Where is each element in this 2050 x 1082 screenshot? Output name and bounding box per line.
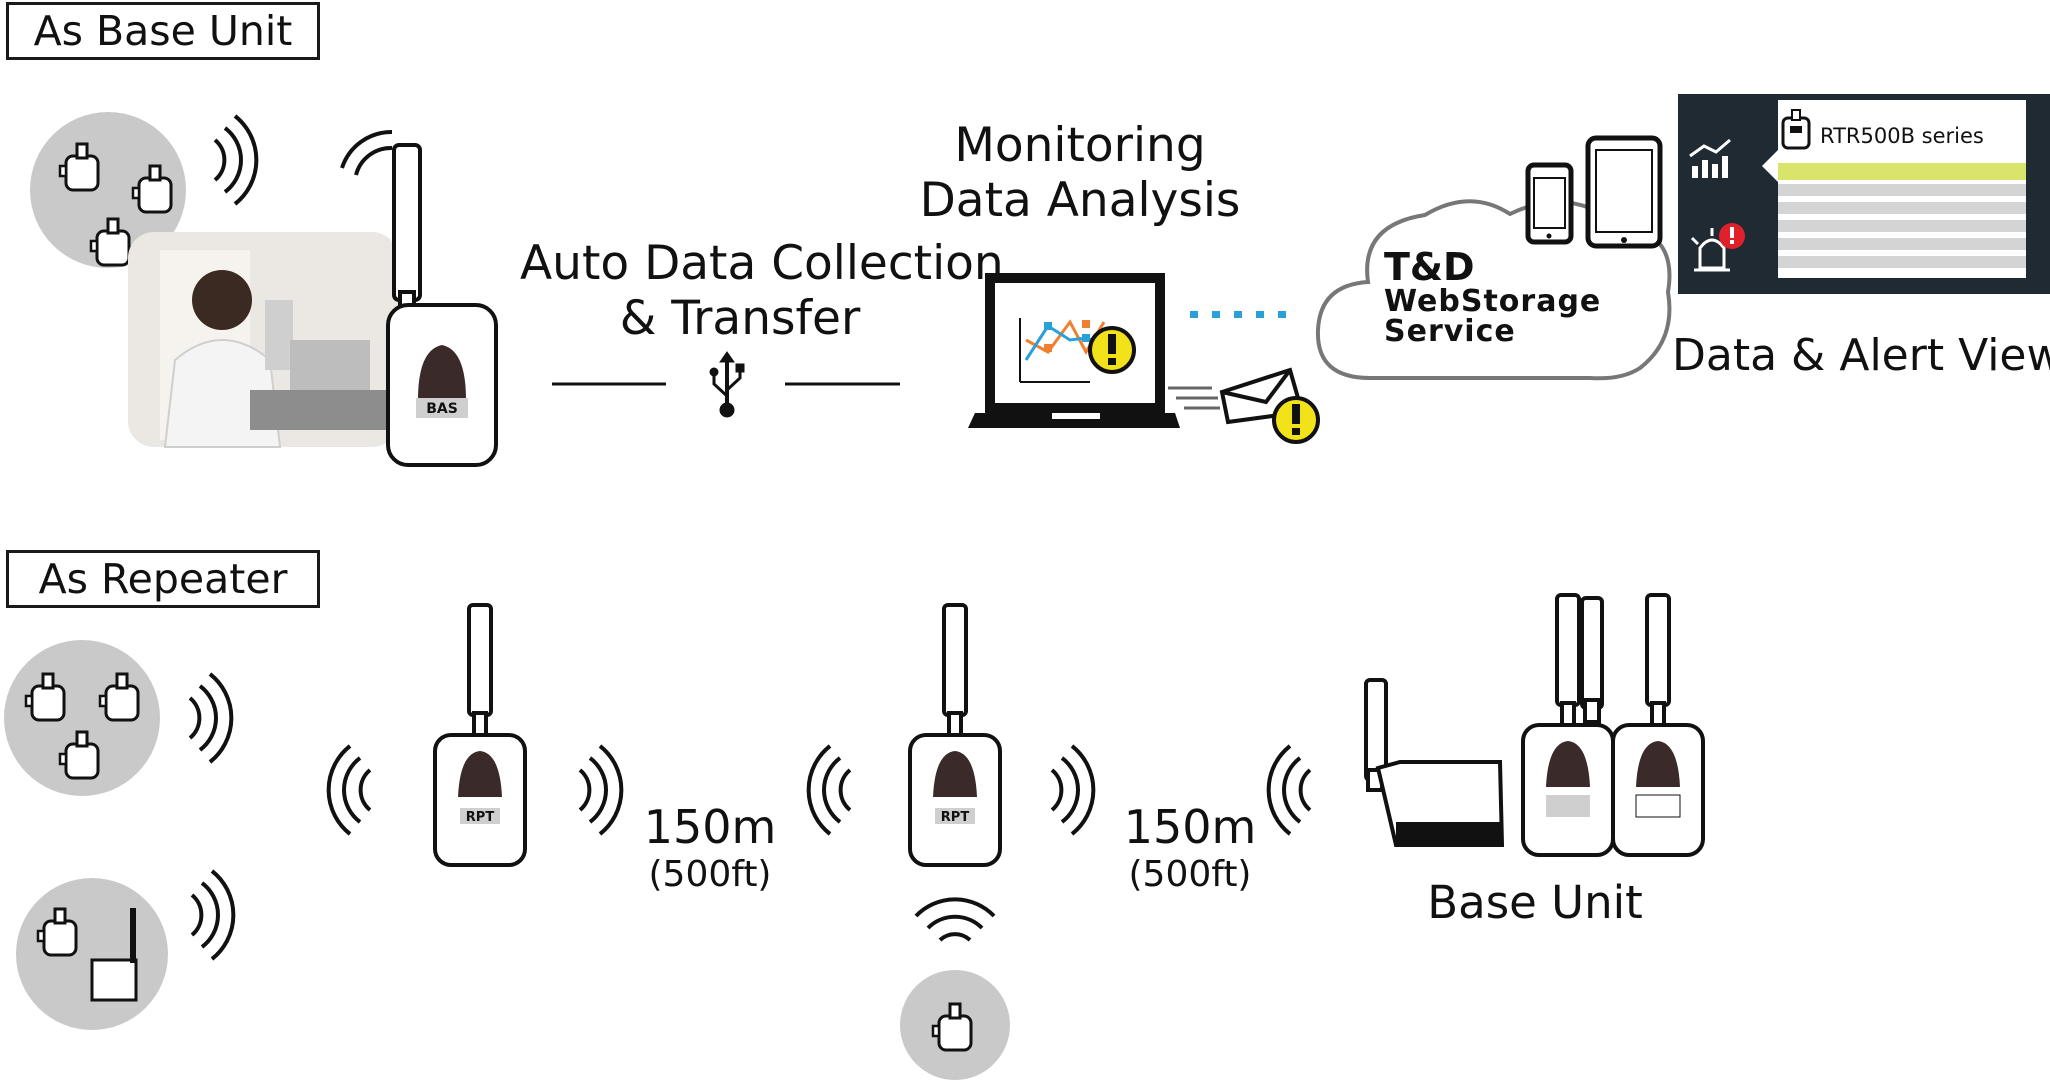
auto-collection-line1: Auto Data Collection xyxy=(520,236,1004,291)
base-unit-section-label: As Base Unit xyxy=(33,6,293,55)
wireless-waves-icon xyxy=(806,744,852,836)
monitoring-line2: Data Analysis xyxy=(919,173,1241,229)
repeater-badge-text: RPT xyxy=(466,810,495,825)
repeater-badge-bg xyxy=(935,808,975,824)
small-base-icon xyxy=(90,908,138,1002)
device-band xyxy=(1635,794,1681,818)
repeater-badge-bg xyxy=(460,808,500,824)
base-badge-text: BAS xyxy=(426,401,458,417)
data-alert-view-label: Data & Alert View xyxy=(1672,330,2050,381)
smartphone-icon xyxy=(1525,162,1574,245)
distance-label: 150m (500ft) xyxy=(620,800,800,895)
cloud-shape xyxy=(1315,199,1672,381)
base-unit-device xyxy=(1580,596,1604,724)
distance-feet: (500ft) xyxy=(648,854,772,895)
distance-feet: (500ft) xyxy=(1128,854,1252,895)
wireless-waves-icon xyxy=(1050,744,1096,836)
tablet-icon xyxy=(1585,135,1663,249)
monitoring-line1: Monitoring xyxy=(954,118,1206,173)
cloud-line2: WebStorage xyxy=(1384,283,1602,319)
wireless-waves-icon xyxy=(578,744,624,836)
cloud-label: T&D WebStorage Service xyxy=(1384,248,1644,348)
wireless-waves-icon xyxy=(188,672,234,764)
email-alert-icon xyxy=(1168,367,1320,444)
repeater-section-title: As Repeater xyxy=(6,550,320,608)
base-unit-label: Base Unit xyxy=(1427,876,1643,929)
distance-meters: 150m xyxy=(643,800,777,854)
sensor-cluster-circle xyxy=(30,112,186,268)
base-station-device xyxy=(340,129,498,467)
wireless-waves-icon xyxy=(190,869,236,961)
base-unit-group xyxy=(1364,678,1505,847)
usb-icon xyxy=(709,351,745,418)
dashboard-panel xyxy=(1678,94,2050,294)
lab-photo xyxy=(128,232,398,448)
repeater-device xyxy=(433,603,527,867)
sensor-cluster-circle xyxy=(16,878,168,1030)
cloud-line3: Service xyxy=(1384,314,1516,350)
graph-icon xyxy=(1689,138,1731,178)
dashboard-series-label: RTR500B series xyxy=(1820,124,1984,148)
wireless-waves-icon xyxy=(326,744,372,836)
base-unit-section-title: As Base Unit xyxy=(6,2,320,60)
laptop-alert-icon xyxy=(1088,326,1136,374)
distance-label: 150m (500ft) xyxy=(1100,800,1280,895)
logger-small-icon xyxy=(1781,109,1811,150)
auto-collection-line2: & Transfer xyxy=(619,291,861,347)
cloud-line1: T&D xyxy=(1384,245,1475,289)
monitoring-label: Monitoring Data Analysis xyxy=(900,118,1260,229)
repeater-section-label: As Repeater xyxy=(38,554,288,603)
wireless-waves-icon xyxy=(213,114,259,206)
dotted-link xyxy=(1190,311,1286,318)
alarm-icon xyxy=(1690,223,1745,272)
auto-collection-label: Auto Data Collection & Transfer xyxy=(520,236,1004,347)
laptop-icon xyxy=(968,273,1180,428)
distance-meters: 150m xyxy=(1123,800,1257,854)
repeater-device xyxy=(908,603,1002,867)
device-band xyxy=(1546,795,1590,817)
repeater-badge-text: RPT xyxy=(941,810,970,825)
wireless-waves-icon xyxy=(914,897,996,942)
